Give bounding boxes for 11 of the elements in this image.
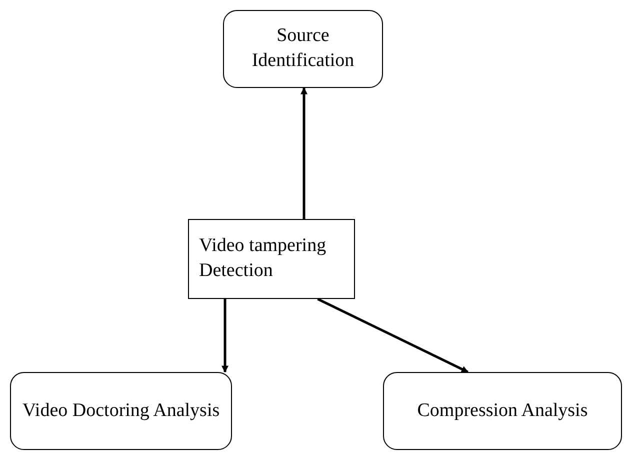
node-label: Video tampering Detection: [199, 234, 328, 283]
arrow: [317, 298, 468, 374]
arrow: [300, 87, 308, 219]
arrow: [222, 299, 228, 373]
process-box: [188, 219, 355, 299]
rounded-box: [10, 372, 232, 450]
node-label: Video Doctoring Analysis: [22, 398, 220, 423]
node-label: Compression Analysis: [417, 398, 588, 423]
rounded-box: [383, 372, 622, 450]
node-label: Source Identification: [250, 24, 356, 73]
rounded-box: [223, 10, 383, 88]
